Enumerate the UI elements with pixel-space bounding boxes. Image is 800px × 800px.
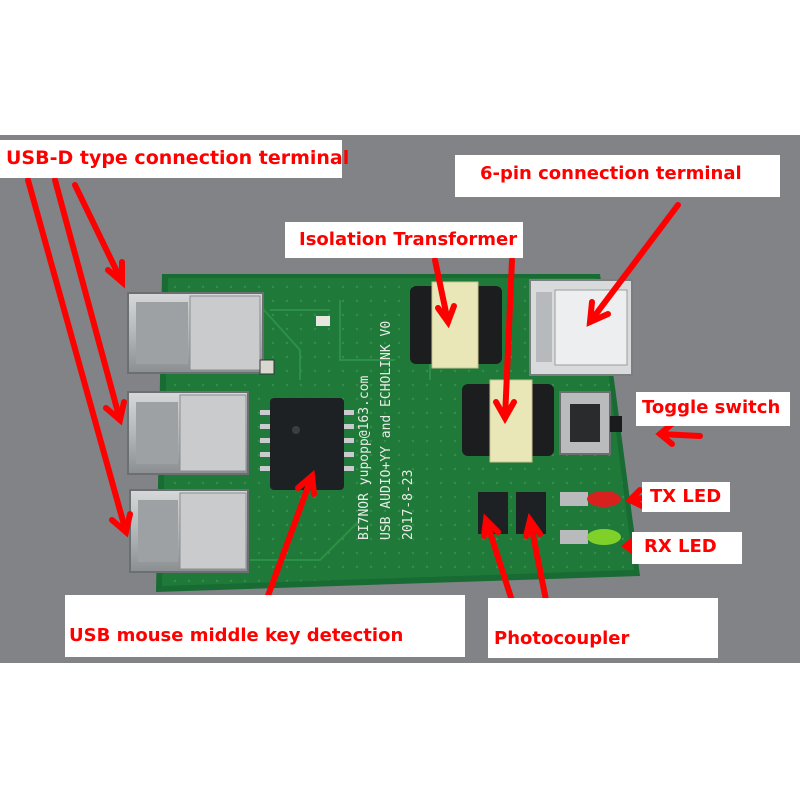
arrowhead-photo-2	[523, 512, 543, 539]
arrow-photo-1	[483, 517, 518, 613]
arrow-mouse	[259, 473, 315, 615]
pcb-traces	[250, 299, 431, 561]
arrowhead-photo-1	[481, 513, 501, 539]
label-usb-d-terminal: USB-D type connection terminal	[0, 140, 349, 178]
arrowhead-iso-1	[435, 303, 457, 329]
label-rx-led: RX LED	[632, 532, 742, 564]
toggle-switch	[559, 391, 622, 455]
silkscreen-line-1: BI7NOR yupopp@163.com	[357, 375, 372, 540]
jumper-pad	[259, 359, 275, 375]
arrowhead-usb-3	[109, 511, 133, 538]
arrow-6pin	[587, 202, 681, 325]
arrowhead-6pin	[586, 299, 611, 327]
rx-led	[560, 529, 621, 545]
arrowhead-usb-2	[103, 399, 127, 426]
label-mouse-key-detection: USB mouse middle key detection	[65, 595, 465, 657]
arrow-photo-2	[527, 517, 551, 613]
arrow-toggle	[657, 431, 703, 439]
arrowhead-toggle	[655, 421, 675, 447]
label-tx-led: TX LED	[642, 482, 730, 512]
tx-led	[560, 491, 621, 507]
arrowhead-tx	[624, 487, 645, 509]
label-six-pin-terminal: 6-pin connection terminal	[455, 155, 780, 197]
isolation-transformer-bottom	[462, 379, 554, 463]
arrow-usb-3	[25, 177, 129, 535]
label-isolation-transformer: Isolation Transformer	[285, 222, 523, 258]
usb-b-connector-3	[129, 489, 249, 573]
label-photocoupler: Photocoupler	[488, 598, 718, 658]
usb-b-connector-2	[127, 391, 249, 475]
ic-chip	[260, 398, 354, 490]
six-pin-connector	[529, 279, 633, 376]
silkscreen-line-3: 2017-8-23	[401, 470, 416, 540]
isolation-transformer-top	[410, 281, 502, 369]
arrowhead-iso-2	[493, 399, 517, 425]
arrow-usb-2	[52, 177, 123, 423]
usb-b-connector-1	[127, 292, 264, 374]
smd-component	[316, 316, 330, 326]
arrow-iso-2	[502, 257, 515, 421]
label-toggle-switch: Toggle switch	[636, 392, 790, 426]
arrowhead-mouse	[295, 470, 317, 497]
arrowhead-usb-1	[105, 259, 125, 289]
annotation-arrows	[25, 177, 703, 615]
arrow-iso-1	[432, 257, 451, 325]
arrow-usb-1	[72, 182, 125, 285]
silkscreen-line-2: USB AUDIO+YY and ECHOLINK V0	[379, 321, 394, 540]
